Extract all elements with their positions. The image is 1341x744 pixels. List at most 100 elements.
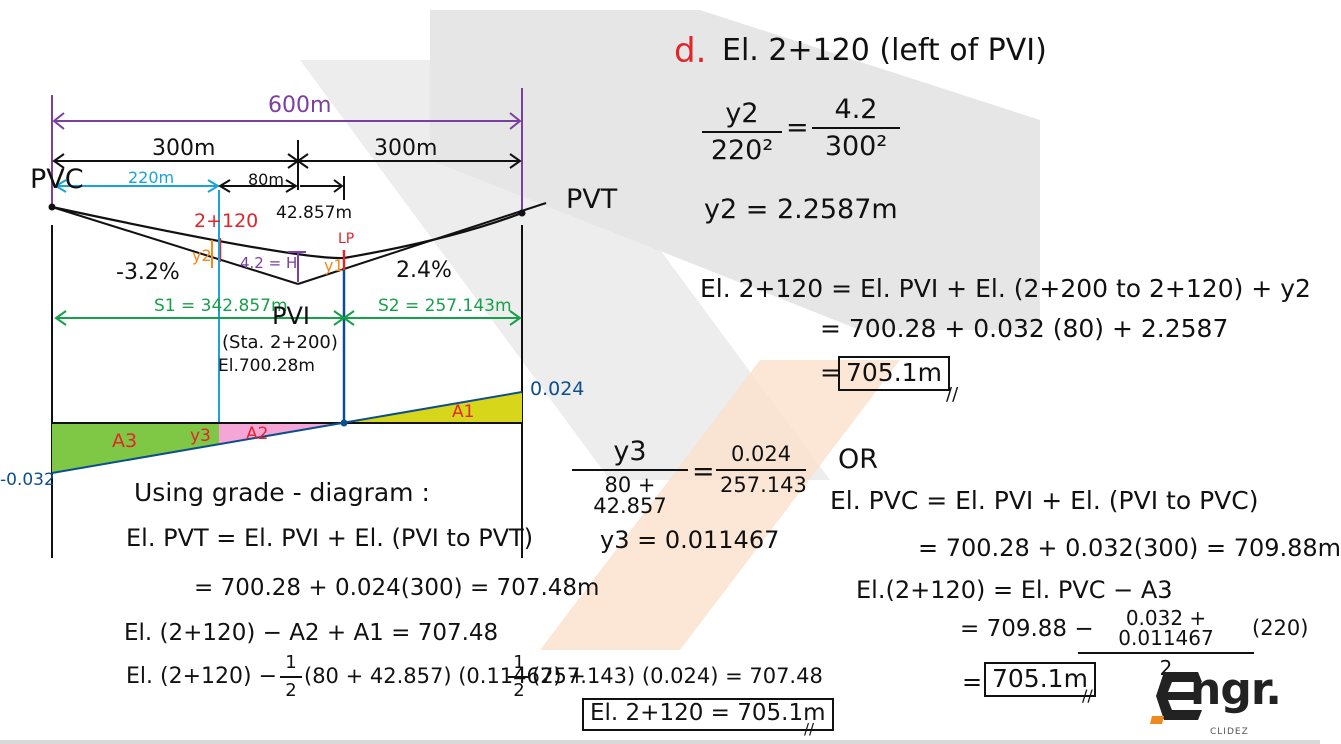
ratio-left: y2 220²: [702, 100, 782, 164]
y3-left-num: y3: [613, 436, 647, 467]
part-d-heading: El. 2+120 (left of PVI): [722, 33, 1047, 68]
grade-method-line4-pre: El. (2+120) −: [126, 664, 278, 689]
bottom-divider: [0, 740, 1320, 744]
label-pvi-sta: (Sta. 2+200): [222, 332, 338, 353]
grade-method-tick: //: [804, 720, 815, 738]
grade-method-title: Using grade - diagram :: [134, 478, 430, 507]
label-pvi: PVI: [272, 302, 310, 330]
ratio-left-den: 220²: [710, 135, 774, 166]
label-a3: A3: [112, 430, 138, 452]
ratio-right-den: 300²: [824, 131, 888, 162]
label-220m: 220m: [128, 168, 175, 187]
y3-left-den: 80 + 42.857: [593, 473, 667, 518]
label-600m: 600m: [268, 93, 332, 118]
tangent-left: [51, 206, 299, 285]
part-d-line3-eq: =: [820, 358, 841, 387]
grade-method-line4-post: (257.143) (0.024) = 707.48: [532, 664, 823, 688]
purple-arrow-right: [509, 112, 522, 130]
grade-half-2: 1 2: [508, 654, 530, 700]
grade-line: [51, 391, 523, 474]
watermark-gray-block: [430, 10, 1040, 330]
ratio-eq: =: [786, 112, 809, 143]
engr-logo-e-icon: [1150, 672, 1202, 724]
label-y1: y1: [324, 256, 344, 275]
green-arrow-l: [54, 310, 67, 326]
black-arrow-left: [52, 153, 65, 169]
label-300m-left: 300m: [152, 136, 216, 161]
alt-or: OR: [838, 444, 879, 475]
label-grade-left: -3.2%: [116, 260, 180, 285]
label-pvc: PVC: [30, 164, 84, 195]
label-a1: A1: [452, 402, 475, 422]
y3-right-num: 0.024: [730, 442, 792, 466]
y3-left-frac: y3 80 + 42.857: [572, 438, 688, 517]
engr-logo-sub: CLIDEZ: [1210, 727, 1249, 737]
label-2120: 2+120: [194, 210, 259, 232]
label-y3: y3: [190, 426, 211, 446]
alt-line5-eq: =: [962, 668, 983, 696]
black-80-arrow-r: [285, 179, 298, 193]
blue-arrow-left: [54, 179, 67, 193]
ratio-right: 4.2 300²: [812, 96, 900, 160]
label-pvi-el: El.700.28m: [218, 356, 315, 376]
black-mid-arrow-r: [296, 153, 309, 169]
blue-arrow-right: [207, 179, 220, 193]
label-grade-top: 0.024: [530, 378, 585, 400]
part-d-tick: //: [946, 384, 959, 405]
grade-half-2-num: 1: [513, 652, 525, 673]
vertical-curve-diagram: [48, 88, 547, 558]
ratio-left-num: y2: [725, 98, 759, 129]
alt-line2: = 700.28 + 0.032(300) = 709.88m: [918, 534, 1341, 562]
alt-line4-num: 0.032 + 0.011467: [1118, 606, 1214, 650]
grade-method-answer-box: El. 2+120 = 705.1m: [582, 698, 834, 731]
green-arrow-mr: [342, 310, 355, 326]
black-42-arrow: [333, 179, 344, 193]
grade-method-line3: El. (2+120) − A2 + A1 = 707.48: [124, 620, 499, 646]
alt-line4-post: (220): [1252, 616, 1309, 640]
alt-tick: //: [1082, 686, 1093, 705]
label-h: 4.2 = H: [240, 254, 298, 272]
grade-half-1: 1 2: [280, 654, 302, 700]
grade-method-line2: = 700.28 + 0.024(300) = 707.48m: [194, 575, 600, 601]
green-arrow-r: [509, 310, 522, 326]
area-a3: [52, 423, 219, 473]
grade-method-line1: El. PVT = El. PVI + El. (PVI to PVT): [126, 524, 534, 552]
label-y2: y2: [192, 246, 212, 265]
y3-right-den: 257.143: [720, 473, 807, 497]
watermark-orange-diagonal: [540, 360, 900, 650]
label-a2: A2: [246, 424, 269, 444]
part-d-letter: d.: [674, 31, 707, 71]
vertical-curve: [51, 205, 523, 260]
label-300m-right: 300m: [374, 136, 438, 161]
label-pvt: PVT: [566, 184, 618, 215]
black-80-arrow-l: [218, 179, 231, 193]
black-arrow-right: [509, 153, 522, 169]
purple-arrow-left: [52, 112, 65, 130]
part-d-line1: El. 2+120 = El. PVI + El. (2+200 to 2+12…: [700, 274, 1311, 303]
grade-half-1-num: 1: [285, 652, 297, 673]
grade-half-1-den: 2: [285, 680, 297, 701]
grade-method-line4-mid: (80 + 42.857) (0.11467) +: [304, 664, 586, 688]
alt-answer-box: 705.1m: [984, 662, 1096, 697]
label-grade-right: 2.4%: [396, 258, 452, 283]
label-grade-bottom: -0.032: [0, 470, 55, 490]
pvt-point: [518, 209, 526, 217]
grade-half-2-den: 2: [513, 680, 525, 701]
alt-line1: El. PVC = El. PVI + El. (PVI to PVC): [830, 486, 1259, 515]
grade-zero-point: [340, 419, 348, 427]
ratio-right-num: 4.2: [834, 94, 878, 125]
label-lp: LP: [338, 231, 355, 247]
part-d-line2: = 700.28 + 0.032 (80) + 2.2587: [820, 314, 1229, 343]
alt-line4-frac: 0.032 + 0.011467 2: [1078, 608, 1254, 678]
y2-result: y2 = 2.2587m: [704, 194, 898, 225]
alt-line4-pre: = 709.88 −: [960, 616, 1094, 642]
y3-result: y3 = 0.011467: [600, 526, 780, 554]
y3-right-frac: 0.024 257.143: [716, 442, 807, 497]
label-s1: S1 = 342.857m: [154, 296, 288, 316]
label-80m: 80m: [248, 170, 284, 189]
part-d-answer-box: 705.1m: [838, 356, 950, 391]
watermark-gray-diagonal: [300, 60, 830, 480]
pvc-point: [48, 203, 56, 211]
